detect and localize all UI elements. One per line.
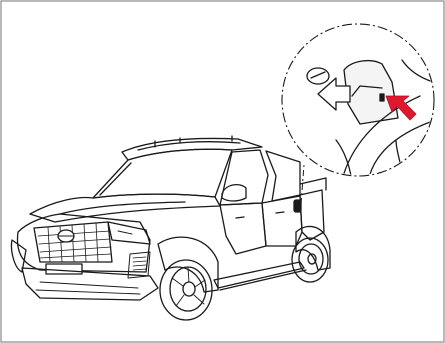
front-bumper-upper — [17, 214, 150, 272]
front-door — [220, 203, 266, 254]
front-wheel-arch — [158, 237, 218, 292]
license-plate — [46, 264, 82, 274]
side-window-front — [220, 150, 268, 205]
rear-rim — [299, 244, 323, 274]
detail-inset — [282, 24, 440, 182]
hood — [30, 194, 220, 222]
side-step — [214, 262, 304, 288]
callout-leader — [301, 165, 304, 204]
lower-bumper — [22, 268, 158, 300]
fuel-door-marker — [294, 200, 301, 212]
side-window-rear — [266, 151, 300, 201]
side-mirror — [222, 185, 246, 201]
pickup-truck — [11, 136, 330, 320]
windshield — [93, 149, 232, 198]
truck-bed — [300, 190, 324, 240]
